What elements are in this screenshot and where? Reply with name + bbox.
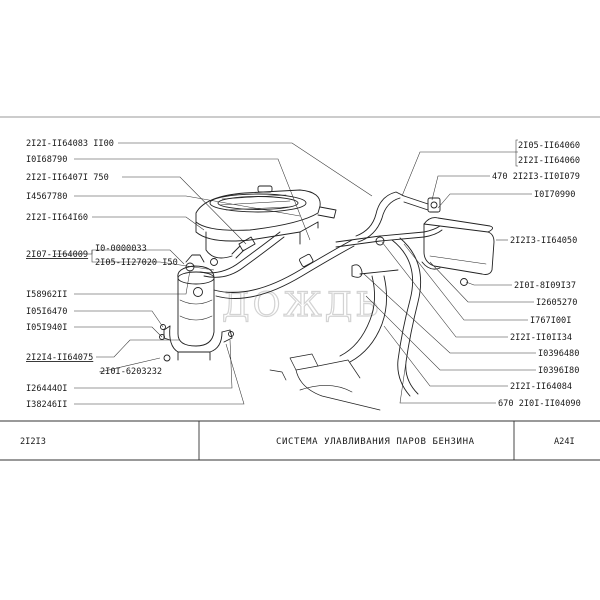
label-I0I68790: I0I68790 xyxy=(26,155,67,165)
label-2I2I4-II64075: 2I2I4-II64075 xyxy=(26,353,93,363)
label-I0-0000033: I0-0000033 xyxy=(95,244,147,254)
label-I38246II: I38246II xyxy=(26,400,67,410)
label-I2605270: I2605270 xyxy=(536,298,577,308)
label-2I07-II64009: 2I07-II64009 xyxy=(26,250,88,260)
label-2I0I-8I09I37: 2I0I-8I09I37 xyxy=(514,281,576,291)
label-2I2I-II64084: 2I2I-II64084 xyxy=(510,382,572,392)
label-I0I70990: I0I70990 xyxy=(534,190,575,200)
model-code: 2I2I3 xyxy=(20,437,46,447)
label-I0396I80: I0396I80 xyxy=(538,366,579,376)
drawing-title: СИСТЕМА УЛАВЛИВАНИЯ ПАРОВ БЕНЗИНА xyxy=(276,437,475,447)
label-2I2I-II64I60: 2I2I-II64I60 xyxy=(26,213,88,223)
label-I767I00I: I767I00I xyxy=(530,316,571,326)
label-2I2I-II0II34: 2I2I-II0II34 xyxy=(510,333,572,343)
sheet-number: A24I xyxy=(554,437,575,447)
label-2I2I-II64060: 2I2I-II64060 xyxy=(518,156,580,166)
canister xyxy=(177,254,218,347)
label-2I2I-II64083: 2I2I-II64083 II00 xyxy=(26,139,114,149)
label-2I2I3-II64050: 2I2I3-II64050 xyxy=(510,236,577,246)
label-2I0I-6203232: 2I0I-6203232 xyxy=(100,367,162,377)
label-I0396480: I0396480 xyxy=(538,349,579,359)
label-2I2I-II6407I: 2I2I-II6407I 750 xyxy=(26,173,109,183)
label-I05I940I: I05I940I xyxy=(26,323,67,333)
right-labels: 2I05-II64060 2I2I-II64060 470 2I2I3-II0I… xyxy=(492,141,581,409)
label-I58962II: I58962II xyxy=(26,290,67,300)
air-filter-housing xyxy=(195,185,337,259)
filler-neck xyxy=(339,237,422,397)
label-2I0I-II04090: 670 2I0I-II04090 xyxy=(498,399,581,409)
title-block: 2I2I3 СИСТЕМА УЛАВЛИВАНИЯ ПАРОВ БЕНЗИНА … xyxy=(20,437,575,447)
vent-tube xyxy=(335,225,443,278)
label-I05I6470: I05I6470 xyxy=(26,307,67,317)
label-2I05-II27020: 2I05-II27020 I50 xyxy=(95,258,178,268)
label-2I2I3-II0I079: 470 2I2I3-II0I079 xyxy=(492,172,580,182)
watermark-text: ДОЖДЬ xyxy=(222,285,381,325)
label-I26444OI: I26444OI xyxy=(26,384,67,394)
body-floor xyxy=(269,353,381,411)
sheet-frame xyxy=(0,116,600,461)
leader-lines xyxy=(54,142,536,405)
separator-tank xyxy=(403,195,495,286)
left-labels: 2I2I-II64083 II00 I0I68790 2I2I-II6407I … xyxy=(26,139,178,410)
assembly-drawing xyxy=(159,185,495,411)
canister-bracket xyxy=(159,324,234,362)
label-I4567780: I4567780 xyxy=(26,192,67,202)
label-bracket xyxy=(515,139,518,167)
label-2I05-II64060: 2I05-II64060 xyxy=(518,141,580,151)
